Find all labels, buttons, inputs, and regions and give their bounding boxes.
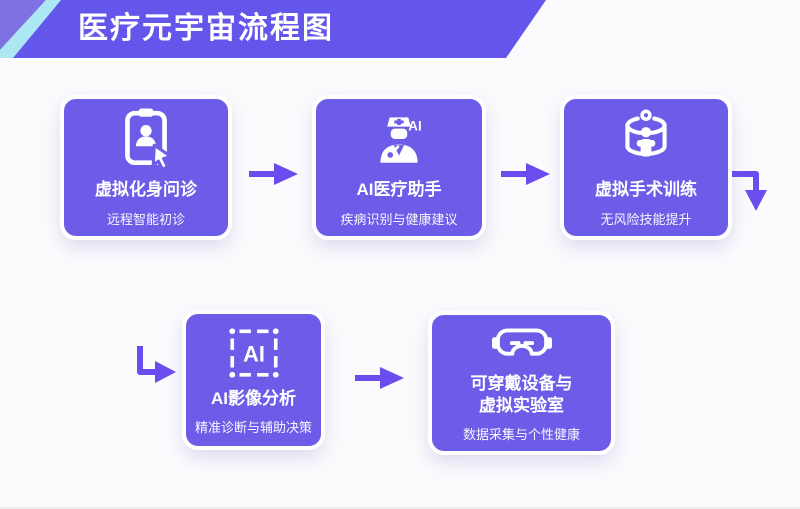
page-title: 医疗元宇宙流程图: [78, 12, 334, 45]
card-ai-imaging-analysis: AI AI影像分析 精准诊断与辅助决策: [182, 310, 325, 450]
arrow-elbow-down-icon: [732, 171, 767, 211]
tablet-avatar-cursor-icon: [113, 107, 179, 173]
arrow-elbow-right-icon: [137, 346, 176, 383]
banner-background-shapes: [0, 0, 546, 58]
card-subtitle: 无风险技能提升: [600, 211, 692, 227]
icon-ai-label: AI: [243, 341, 265, 366]
card-title: 虚拟化身问诊: [95, 180, 197, 200]
card-virtual-surgery-training: 虚拟手术训练 无风险技能提升: [560, 95, 732, 240]
arrow-right-icon: [355, 367, 404, 389]
card-subtitle: 疾病识别与健康建议: [340, 211, 458, 227]
card-title-line2: 虚拟实验室: [479, 395, 564, 415]
card-subtitle: 远程智能初诊: [106, 211, 185, 227]
diagonal-stripe-icon: [0, 0, 61, 58]
arrow-right-icon: [249, 163, 298, 185]
card-virtual-avatar-consult: 虚拟化身问诊 远程智能初诊: [60, 95, 232, 240]
card-title: 虚拟手术训练: [595, 180, 697, 200]
card-subtitle: 精准诊断与辅助决策: [194, 420, 312, 436]
card-title: AI影像分析: [211, 388, 296, 408]
card-title: AI医疗助手: [356, 180, 442, 200]
vr-simulation-pod-icon: [613, 107, 679, 173]
banner-main-shape: [13, 0, 546, 58]
card-ai-medical-assistant: AI AI医疗助手 疾病识别与健康建议: [312, 95, 486, 240]
arrow-right-icon: [501, 163, 550, 185]
title-banner: 医疗元宇宙流程图: [0, 0, 560, 58]
card-title: 可穿戴设备与 虚拟实验室: [471, 373, 573, 416]
card-subtitle: 数据采集与个性健康: [462, 426, 580, 442]
card-wearables-virtual-lab: 可穿戴设备与 虚拟实验室 数据采集与个性健康: [428, 311, 615, 455]
ai-doctor-icon: AI: [366, 107, 432, 173]
icon-ai-label: AI: [408, 119, 421, 134]
card-title-line1: 可穿戴设备与: [470, 374, 573, 394]
vr-headset-icon: [491, 323, 553, 367]
ai-scan-frame-icon: AI: [225, 324, 283, 382]
